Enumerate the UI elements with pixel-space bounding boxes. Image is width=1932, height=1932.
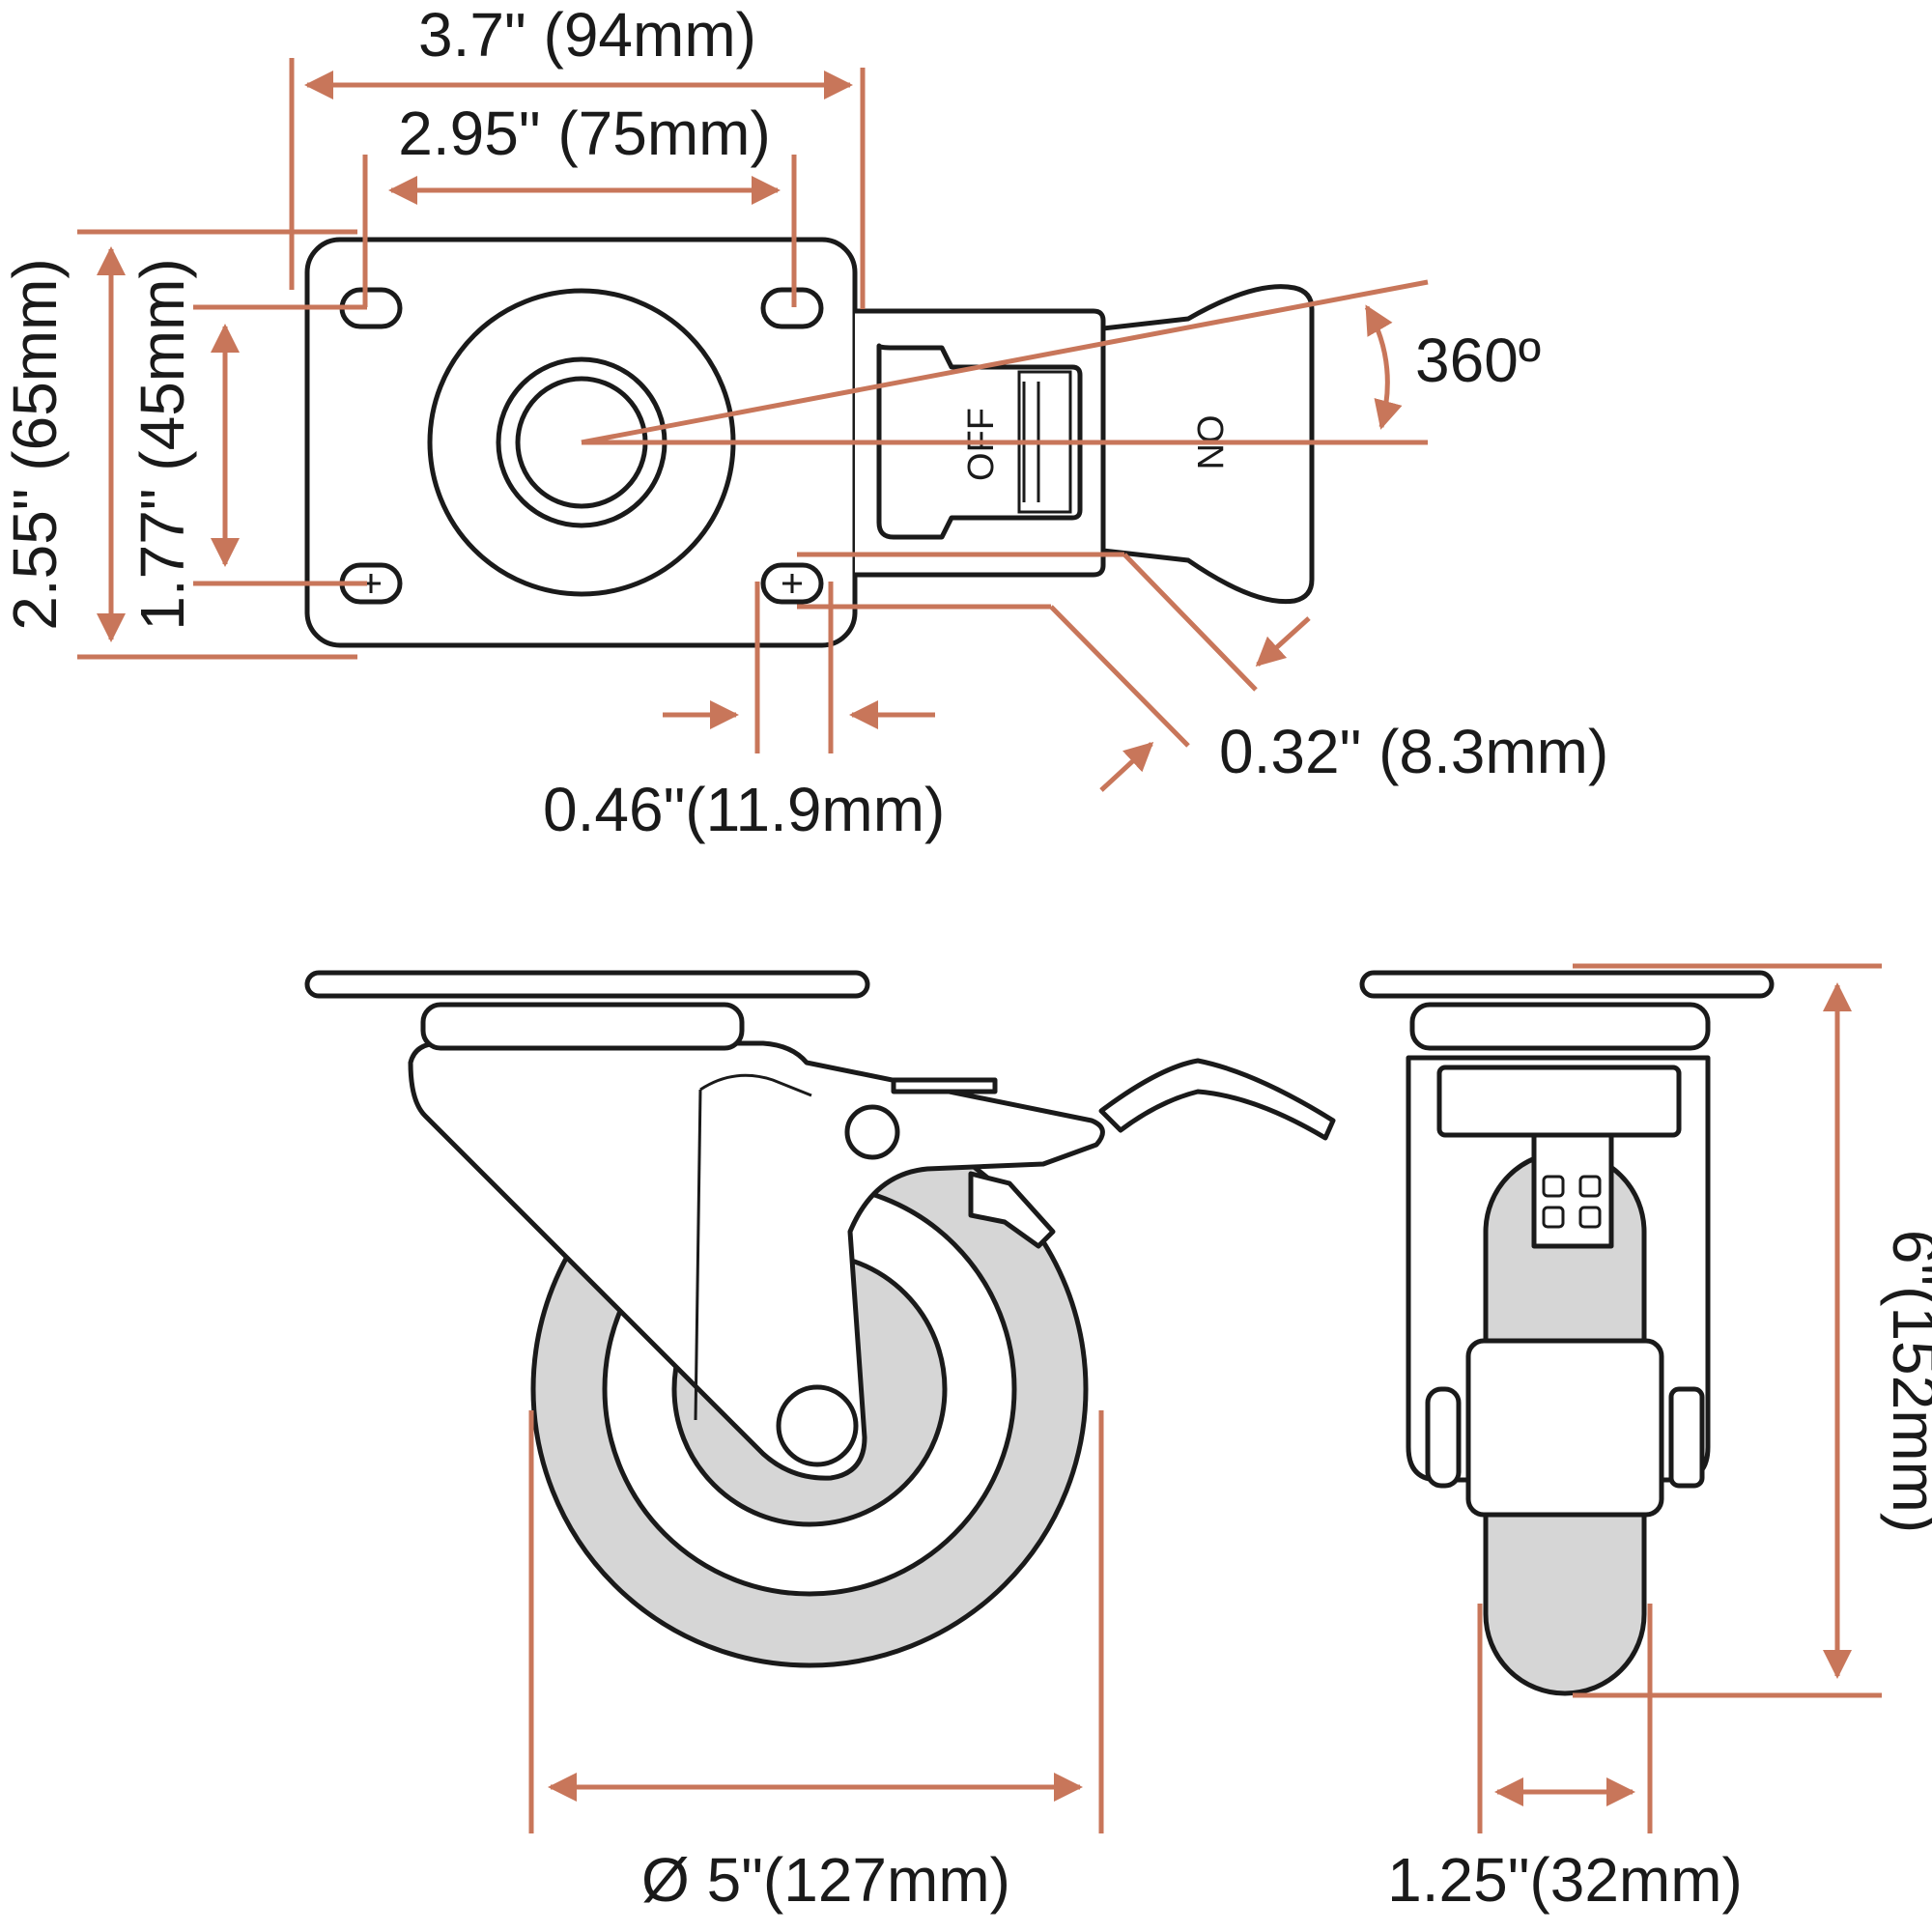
dim-overall-height: 6"(152mm) [1573,963,1932,1698]
side-mount-plate [304,970,870,999]
hole-spacing-width-label: 2.95" (75mm) [398,99,771,168]
top-view: OFF ON 3.7" (94mm) 2.95" (75mm) 2.55" (6… [0,0,1608,844]
axle [776,1384,859,1467]
dim-hole-spacing-length: 1.77" (45mm) [128,258,367,631]
hole-spacing-length-label: 1.77" (45mm) [128,258,197,631]
side-view: Ø 5"(127mm) [304,970,1336,1915]
wheel-width-label: 1.25"(32mm) [1387,1845,1743,1915]
dim-slot-length: 0.46"(11.9mm) [543,582,945,844]
dim-hole-spacing-width: 2.95" (75mm) [362,99,797,307]
overall-height-label: 6"(152mm) [1880,1230,1932,1533]
plate-width-label: 3.7" (94mm) [418,0,756,70]
dim-wheel-diameter: Ø 5"(127mm) [528,1410,1104,1915]
dim-rotation: 360º [581,279,1541,445]
wheel-diameter-label: Ø 5"(127mm) [641,1845,1010,1915]
dim-slot-width: 0.32" (8.3mm) [797,552,1608,792]
front-mount-plate [1359,970,1775,999]
mounting-slots [339,287,824,605]
front-wheel-hub [1465,1338,1664,1518]
plate-length-label: 2.55" (65mm) [0,258,70,631]
caster-fork [408,1040,1105,1481]
slot-length-label: 0.46"(11.9mm) [543,775,945,844]
front-view: 6"(152mm) 1.25"(32mm) [1359,963,1932,1915]
dim-plate-length: 2.55" (65mm) [0,229,357,660]
front-swivel-cap [1409,1002,1711,1051]
brake-pivot [844,1104,900,1160]
dim-plate-width: 3.7" (94mm) [289,0,866,309]
rotation-label: 360º [1415,326,1541,395]
dim-wheel-width: 1.25"(32mm) [1387,1604,1743,1915]
side-swivel-cap [420,1002,745,1051]
slot-width-label: 0.32" (8.3mm) [1219,717,1608,786]
side-brake-pedal [1098,1058,1336,1141]
brake-shoe [968,1171,1056,1249]
